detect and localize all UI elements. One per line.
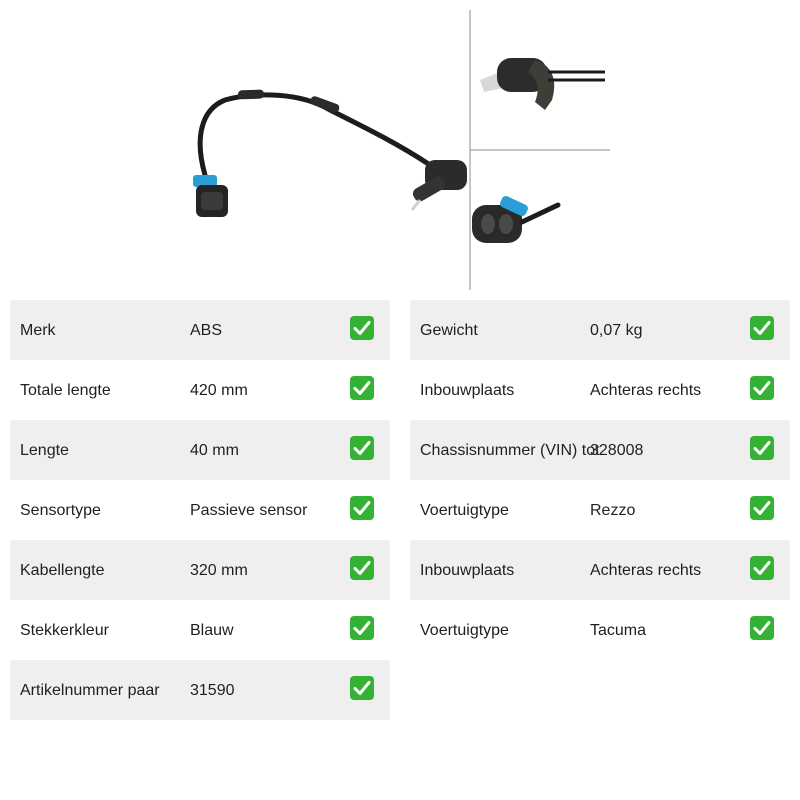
check-mark-icon bbox=[750, 556, 774, 580]
spec-value: Tacuma bbox=[590, 622, 647, 639]
spec-label: Lengte bbox=[20, 442, 69, 459]
spec-row: Inbouwplaats Achteras rechts bbox=[410, 360, 790, 420]
spec-row: Kabellengte 320 mm bbox=[10, 540, 390, 600]
check-mark-icon bbox=[350, 676, 374, 700]
spec-label: Artikelnummer paar bbox=[20, 682, 160, 699]
spec-value: 40 mm bbox=[190, 442, 239, 459]
spec-value: 31590 bbox=[190, 682, 235, 699]
spec-label: Chassisnummer (VIN) tot bbox=[420, 442, 600, 459]
spec-row: Sensortype Passieve sensor bbox=[10, 480, 390, 540]
connector-plug bbox=[193, 175, 228, 217]
spec-value: 420 mm bbox=[190, 382, 248, 399]
spec-label: Merk bbox=[20, 322, 56, 339]
spec-row: Inbouwplaats Achteras rechts bbox=[410, 540, 790, 600]
spec-label: Voertuigtype bbox=[420, 502, 509, 519]
check-mark-icon bbox=[750, 496, 774, 520]
cable-sleeve-1 bbox=[238, 89, 265, 100]
spec-row: Stekkerkleur Blauw bbox=[10, 600, 390, 660]
check-mark-icon bbox=[350, 376, 374, 400]
spec-value: Rezzo bbox=[590, 502, 636, 519]
check-mark-icon bbox=[750, 616, 774, 640]
spec-row: Artikelnummer paar 31590 bbox=[10, 660, 390, 720]
check-mark-icon bbox=[750, 376, 774, 400]
spec-value: 320 mm bbox=[190, 562, 248, 579]
specs-table-right: Gewicht 0,07 kg Inbouwplaats Achteras re… bbox=[410, 300, 790, 660]
check-mark-icon bbox=[350, 616, 374, 640]
check-mark-icon bbox=[750, 436, 774, 460]
check-mark-icon bbox=[350, 316, 374, 340]
spec-value: 0,07 kg bbox=[590, 322, 643, 339]
spec-value: Passieve sensor bbox=[190, 502, 308, 519]
spec-value: 328008 bbox=[590, 442, 644, 459]
check-mark-icon bbox=[350, 436, 374, 460]
spec-label: Totale lengte bbox=[20, 382, 111, 399]
spec-value: Blauw bbox=[190, 622, 234, 639]
spec-row: Voertuigtype Rezzo bbox=[410, 480, 790, 540]
spec-label: Sensortype bbox=[20, 502, 101, 519]
abs-sensor-illustration bbox=[193, 10, 610, 290]
spec-row: Merk ABS bbox=[10, 300, 390, 360]
spec-row: Lengte 40 mm bbox=[10, 420, 390, 480]
spec-label: Kabellengte bbox=[20, 562, 105, 579]
spec-row: Chassisnummer (VIN) tot 328008 bbox=[410, 420, 790, 480]
check-mark-icon bbox=[350, 556, 374, 580]
sensor-head bbox=[410, 160, 467, 211]
spec-row: Gewicht 0,07 kg bbox=[410, 300, 790, 360]
specs-table-left: Merk ABS Totale lengte 420 mm Lengte 40 … bbox=[10, 300, 390, 720]
spec-label: Inbouwplaats bbox=[420, 562, 515, 579]
connector-detail-image bbox=[472, 195, 561, 243]
sensor-cable bbox=[197, 92, 433, 178]
spec-label: Gewicht bbox=[420, 322, 478, 339]
product-image-area bbox=[0, 0, 800, 295]
cable-sleeve-2 bbox=[310, 96, 340, 113]
spec-row: Voertuigtype Tacuma bbox=[410, 600, 790, 660]
sensor-detail-image bbox=[480, 58, 605, 110]
spec-value: ABS bbox=[190, 322, 223, 339]
check-mark-icon bbox=[350, 496, 374, 520]
spec-label: Voertuigtype bbox=[420, 622, 509, 639]
spec-value: Achteras rechts bbox=[590, 382, 702, 399]
spec-row: Totale lengte 420 mm bbox=[10, 360, 390, 420]
spec-label: Inbouwplaats bbox=[420, 382, 515, 399]
check-mark-icon bbox=[750, 316, 774, 340]
spec-value: Achteras rechts bbox=[590, 562, 702, 579]
spec-label: Stekkerkleur bbox=[20, 622, 109, 639]
